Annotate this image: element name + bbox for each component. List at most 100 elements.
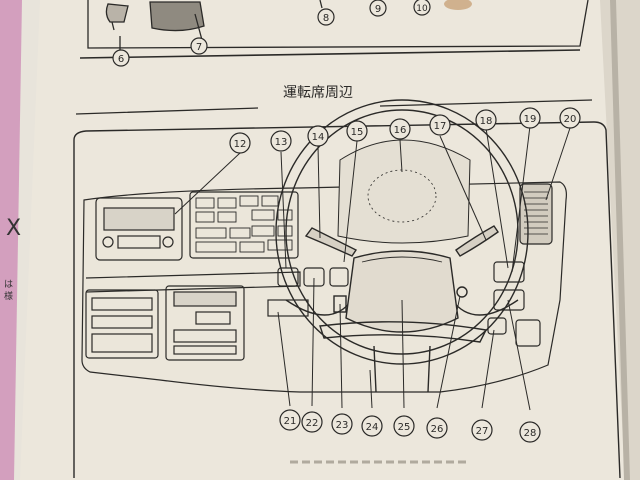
left-page-fragment: 様: [4, 290, 13, 302]
leader-line: [319, 0, 323, 9]
callout-circle: [301, 411, 323, 433]
callout-circle: [559, 107, 581, 129]
audio-unit-frame: [95, 197, 183, 261]
hub-detail: [361, 256, 443, 263]
callout-circle: [389, 118, 411, 140]
glovebox-slot: [91, 297, 153, 311]
callout-circle: [369, 0, 387, 17]
callout-circle: [331, 413, 353, 435]
leader-line: [111, 21, 115, 31]
callout-number: 26: [431, 424, 444, 435]
callout-circle: [361, 415, 383, 437]
left-page-fragment: は: [4, 279, 13, 290]
right-vent: [519, 183, 553, 245]
callout-circle: [413, 0, 431, 16]
section-title: 運転席周辺: [283, 85, 353, 101]
heading-rule: [75, 99, 593, 115]
right-stalk: [455, 225, 499, 257]
left-stalk: [304, 227, 358, 257]
callout-number: 23: [336, 420, 349, 431]
callout-number: 12: [234, 139, 247, 150]
callout-number: 27: [476, 426, 489, 437]
page-fold-shadow: [610, 0, 630, 480]
switch-23: [329, 267, 349, 287]
lower-switch-panel: [267, 299, 309, 317]
separator-line: [79, 49, 581, 59]
callout-number: 28: [524, 428, 537, 439]
climate-buttons: [195, 195, 293, 253]
callouts: 12 13 14 15 16 17 18 19 20 21 22 23 24 2…: [229, 107, 581, 443]
callout-circle: [346, 120, 368, 142]
callout-number: 16: [394, 125, 407, 136]
callout-number: 14: [312, 132, 325, 143]
callout-circle: [426, 417, 448, 439]
finger-blur: [444, 0, 472, 10]
glovebox-slot: [91, 333, 153, 353]
callout-number: 19: [524, 114, 537, 125]
top-part-left: [105, 3, 129, 23]
console-display: [195, 311, 231, 325]
callout-circle: [229, 132, 251, 154]
audio-knob: [162, 236, 174, 248]
callout-circle: [307, 125, 329, 147]
callout-number: 8: [323, 13, 329, 24]
audio-knob: [102, 236, 114, 248]
lower-trim: [319, 321, 488, 343]
steering-hub: [345, 250, 459, 333]
top-callouts: 6 7 8 9 10: [112, 0, 472, 67]
callout-number: 25: [398, 422, 411, 433]
wheel-rim-outer: [275, 99, 529, 365]
callout-circle: [471, 419, 493, 441]
dash-mid-line: [85, 271, 301, 293]
callout-number: 21: [284, 416, 297, 427]
callout-number: 15: [351, 127, 364, 138]
callout-circle: [475, 109, 497, 131]
callout-circle: [393, 415, 415, 437]
top-figure: [79, 0, 589, 59]
callout-circle: [519, 107, 541, 129]
callout-number: 13: [275, 137, 288, 148]
switch-19: [493, 261, 525, 283]
callout-number: 20: [564, 114, 577, 125]
center-console: [165, 285, 245, 361]
dashboard: [81, 181, 567, 393]
steering-column: [373, 345, 431, 393]
audio-display: [103, 207, 175, 231]
callout-number: 24: [366, 422, 379, 433]
climate-panel: [189, 191, 299, 259]
glovebox-panel: [85, 289, 159, 359]
console-strip: [173, 329, 237, 343]
top-figure-frame: [87, 0, 589, 49]
callout-circle: [429, 114, 451, 136]
callout-circle: [270, 130, 292, 152]
lower-right-panel: [515, 319, 541, 347]
wheel-rim-inner: [285, 109, 519, 355]
callout-number: 18: [480, 116, 493, 127]
top-part-middle: [149, 1, 205, 32]
left-page-fragment: X: [6, 216, 21, 241]
steering-wheel: [275, 99, 529, 393]
vent-grille: [173, 291, 237, 307]
callout-circle: [519, 421, 541, 443]
instrument-cluster: [337, 139, 471, 244]
callout-number: 7: [196, 42, 202, 53]
callout-circle: [112, 49, 130, 67]
callout-number: 17: [434, 121, 447, 132]
audio-slot: [117, 235, 161, 249]
callout-circle: [190, 37, 208, 55]
right-vent-slats: [524, 191, 548, 235]
leader-line: [194, 13, 203, 41]
callout-circle: [317, 8, 335, 26]
callout-number: 9: [375, 4, 381, 15]
key-cylinder: [456, 286, 468, 298]
figure-frame: [73, 121, 621, 479]
console-strip: [173, 345, 237, 355]
switch-28: [493, 289, 525, 311]
glovebox-slot: [91, 315, 153, 329]
callout-circle: [279, 409, 301, 431]
callout-number: 10: [416, 4, 428, 14]
callout-number: 6: [118, 54, 124, 65]
switch-13: [277, 267, 299, 287]
leader-lines: [174, 125, 571, 411]
